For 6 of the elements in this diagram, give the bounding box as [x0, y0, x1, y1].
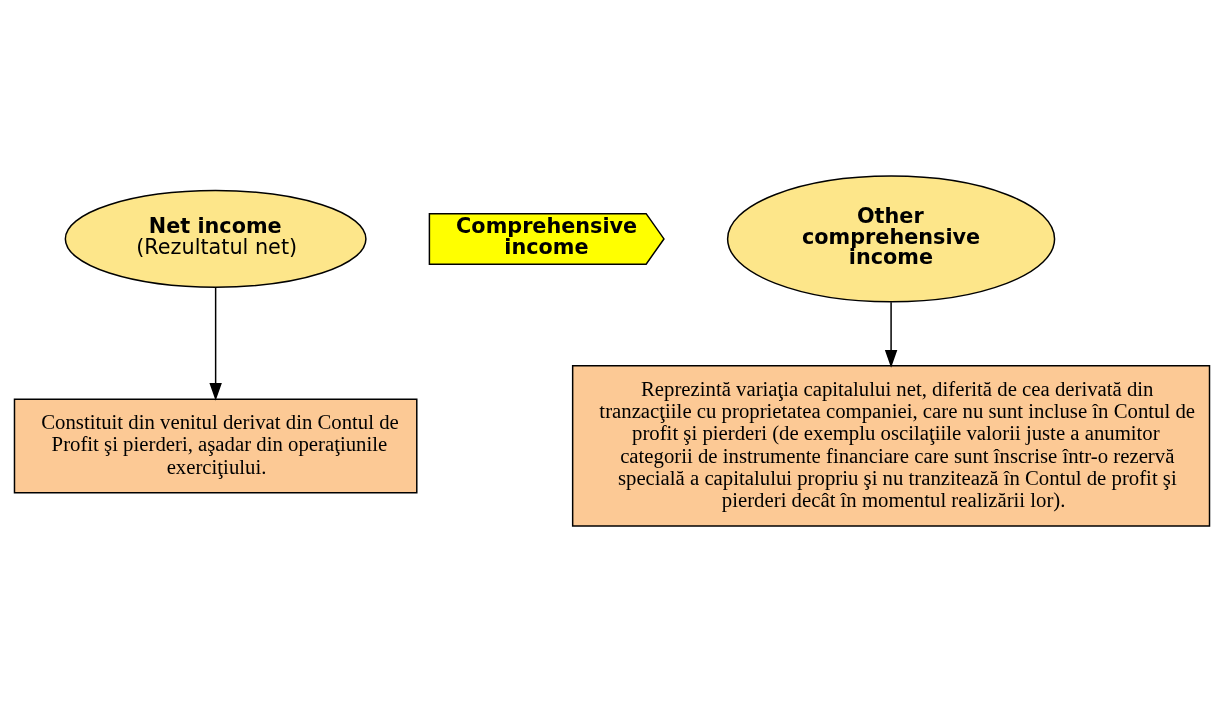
arrow	[209, 286, 222, 401]
node-box: Reprezintă variaţia capitalului net, diferită de cea derivată din tranzacţiile cu proprietatea companiei, care nu sunt incluse în Contul de profit şi pierderi (de exemplu oscilaţiile valorii juste a anumitor categorii de instrumente financiare care sunt înscrise într-o rezervă specială a capitalului propriu şi nu tranzitează în Contul de profit şi pierderi decât în momentul realizării lor).	[571, 365, 1211, 527]
node-ellipse: Net income (Rezultatul net)	[64, 189, 367, 288]
arrow	[884, 301, 898, 368]
node-box: Constituit din venitul derivat din Contul de Profit şi pierderi, aşadar din operaţiunile exerciţiului.	[13, 398, 418, 494]
node-ellipse: Other comprehensive income	[726, 175, 1056, 303]
